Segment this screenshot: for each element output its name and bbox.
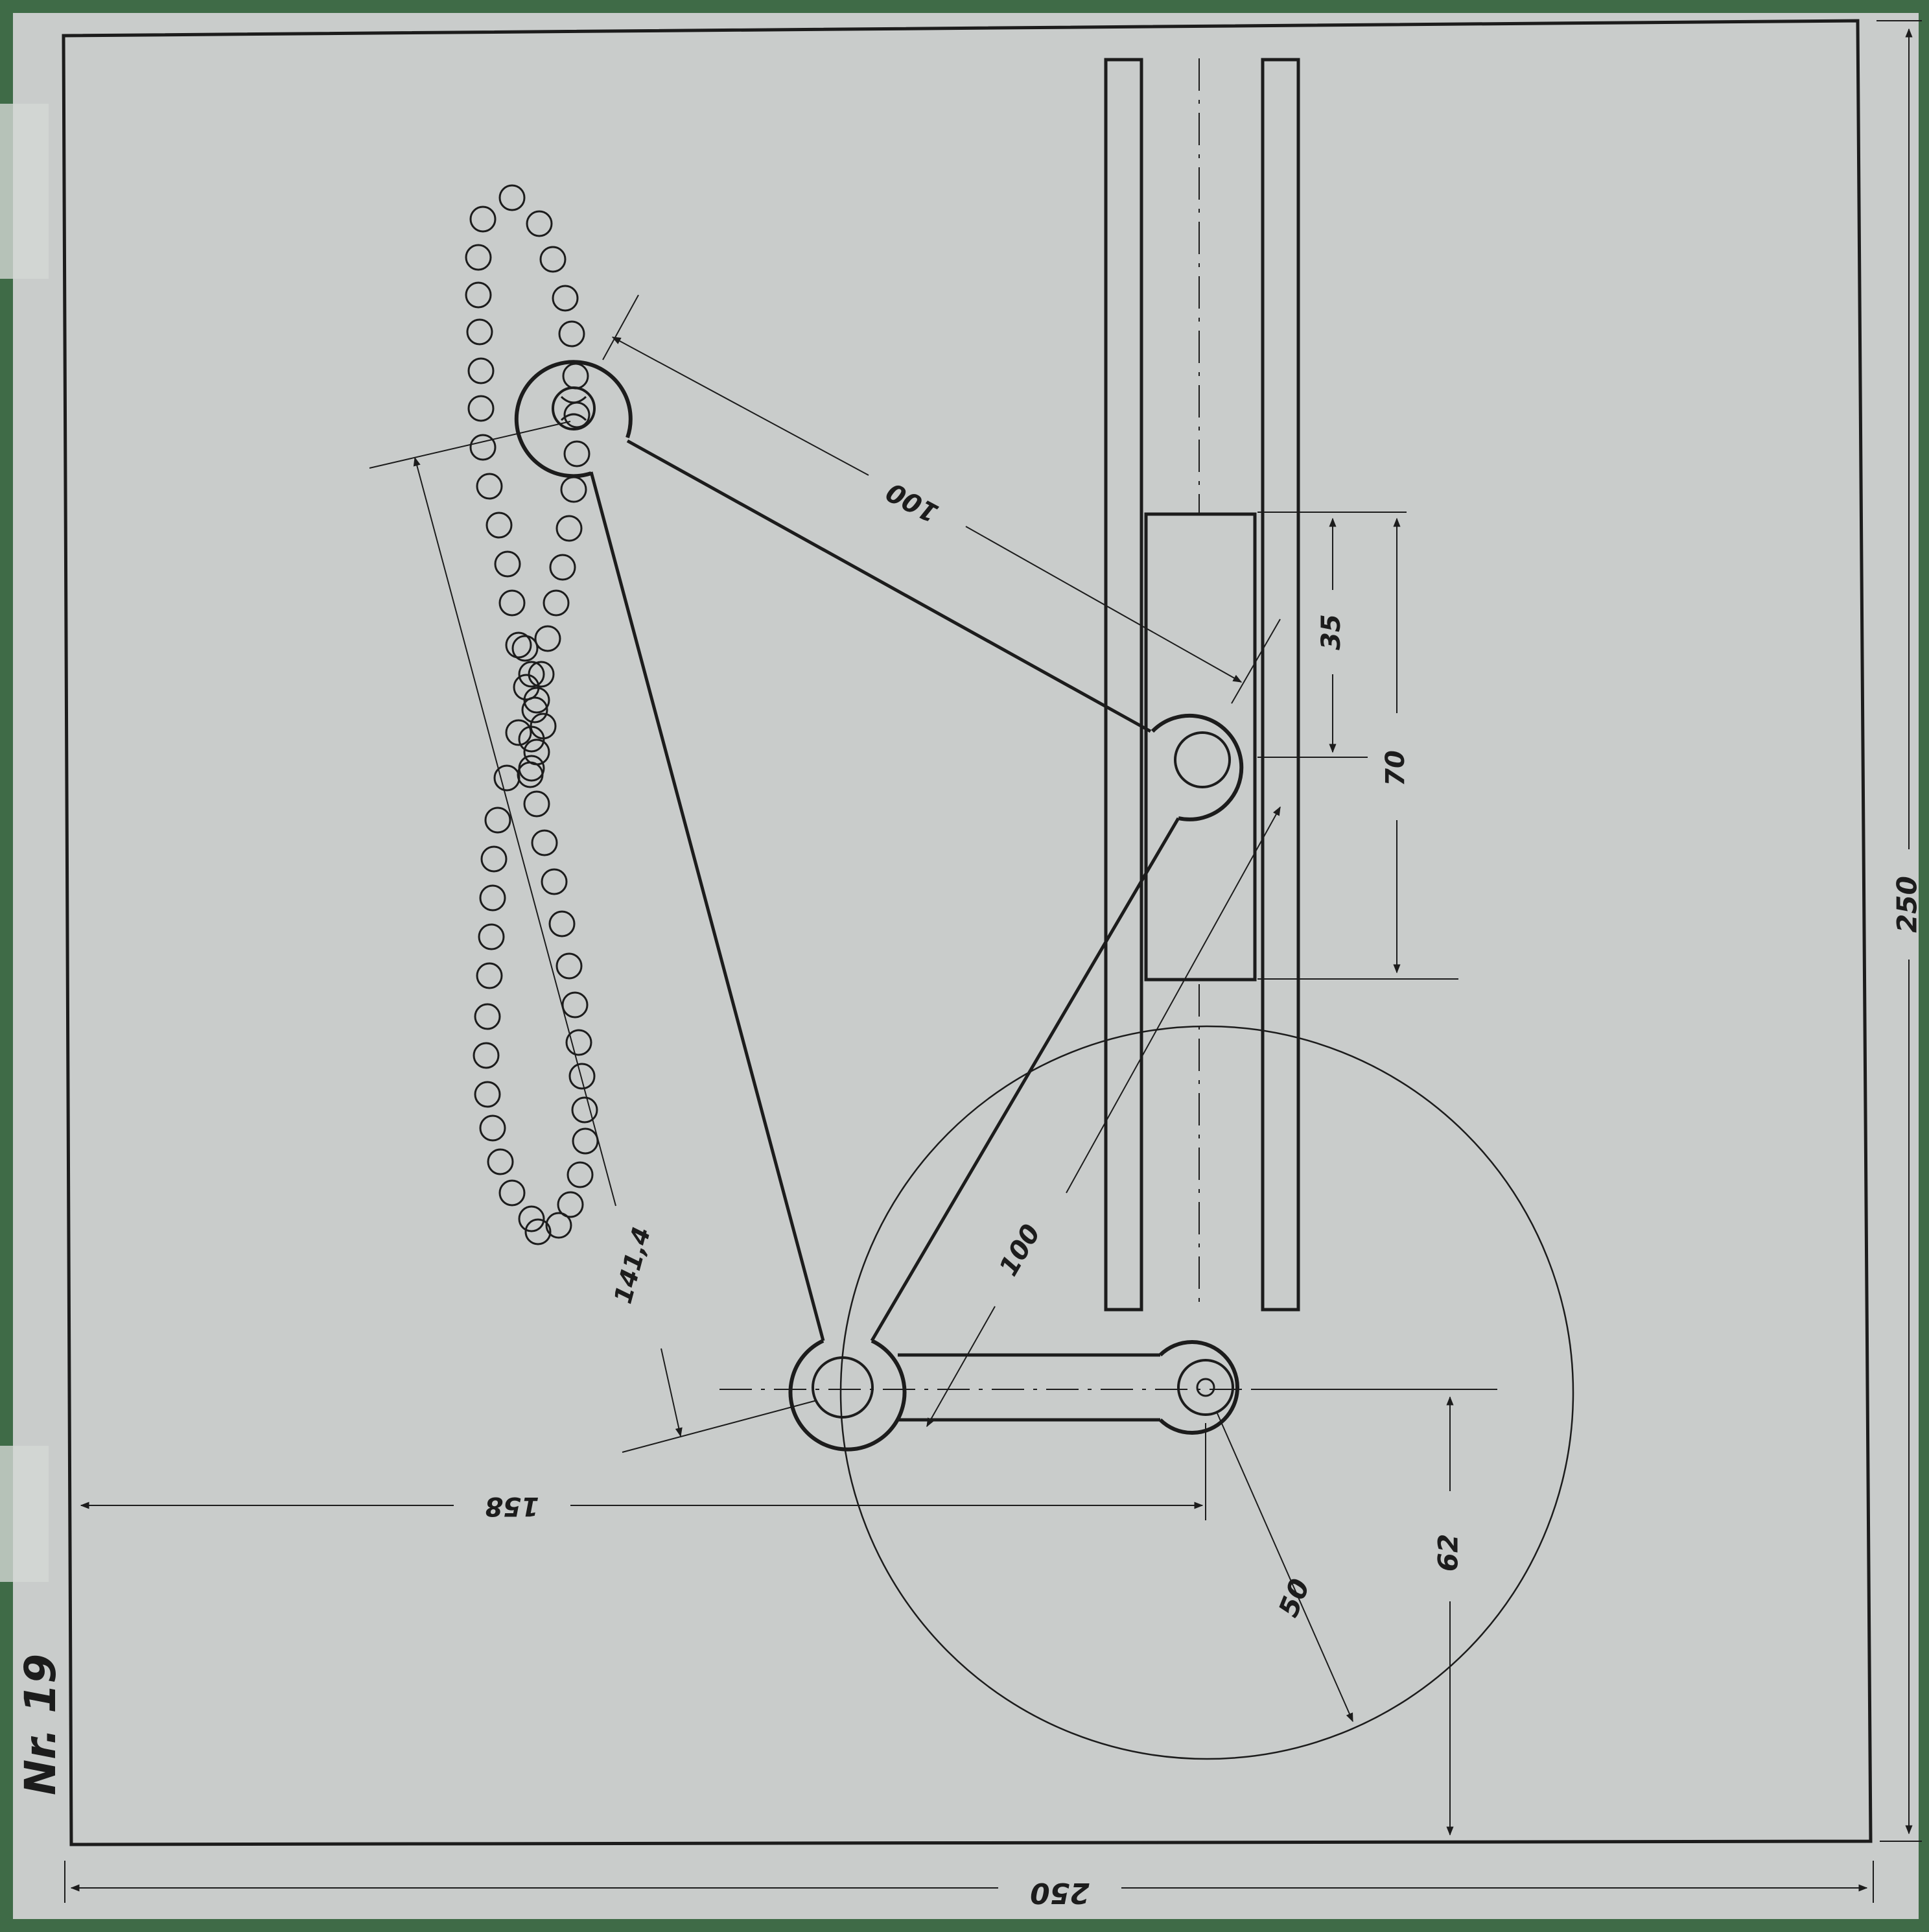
trace-point	[555, 515, 583, 542]
trace-point	[498, 1179, 526, 1207]
trace-point	[487, 1148, 514, 1175]
trace-point	[505, 719, 532, 746]
trace-point	[498, 184, 526, 211]
trace-point	[571, 1096, 598, 1124]
dim-slider-offset-label: 35	[1316, 614, 1346, 650]
trace-point	[474, 1081, 501, 1108]
trace-point	[565, 1029, 592, 1056]
coupler-curve-trace	[465, 184, 599, 1245]
dim-slider-length-label: 70	[1381, 750, 1410, 786]
sheet-number-label: Nr. 19	[16, 1654, 65, 1795]
trace-point	[521, 696, 548, 724]
trace-point	[466, 318, 493, 346]
trace-point	[543, 589, 570, 617]
dim-overall-width-label: 250	[1030, 1876, 1090, 1909]
dim-overall-height-label: 250	[1891, 876, 1923, 933]
trace-point	[465, 244, 492, 271]
trace-point	[511, 635, 539, 662]
trace-point	[480, 845, 508, 873]
trace-point	[558, 320, 585, 348]
trace-point	[528, 661, 555, 688]
tape-left-bottom	[0, 1446, 49, 1582]
trace-point	[541, 868, 568, 895]
slider-joint	[1151, 713, 1244, 821]
trace-point	[545, 1212, 572, 1239]
trace-point	[523, 687, 550, 714]
dim-slider-offset: 35	[1257, 512, 1407, 758]
crank-path-circle	[839, 1025, 1574, 1760]
trace-point	[494, 550, 521, 578]
dim-overall-width: 250	[64, 1861, 1874, 1909]
trace-point	[467, 357, 495, 384]
dim-crank-offset: 158	[80, 1423, 1206, 1521]
trace-point	[560, 476, 587, 503]
trace-point	[534, 625, 561, 652]
trace-point	[549, 554, 576, 581]
dim-crank-offset-label: 158	[485, 1491, 539, 1521]
trace-point	[524, 1218, 552, 1245]
trace-point	[478, 923, 505, 950]
trace-point	[484, 807, 511, 834]
dim-overall-height: 250	[1876, 20, 1923, 1842]
trace-point	[552, 285, 579, 312]
trace-point	[517, 761, 544, 788]
tape-left-top	[0, 104, 49, 279]
left-rail	[1104, 58, 1143, 1312]
trace-point	[572, 1127, 599, 1155]
upper-link-edge	[626, 439, 1152, 733]
trace-point	[485, 512, 513, 539]
trace-point	[548, 910, 576, 937]
trace-point	[505, 631, 532, 659]
trace-point	[474, 1003, 501, 1030]
lower-link-edge	[870, 817, 1180, 1342]
dim-lower-height: 62	[1251, 1389, 1497, 1836]
trace-point	[567, 1161, 594, 1188]
paper-sheet	[13, 13, 1919, 1919]
trace-point	[469, 206, 497, 233]
trace-point	[469, 434, 497, 461]
trace-point	[562, 362, 589, 390]
trace-point	[467, 395, 495, 422]
trace-point	[563, 401, 590, 429]
trace-point	[561, 991, 589, 1019]
right-rail	[1261, 58, 1300, 1312]
trace-point	[563, 440, 590, 467]
dim-slider-length: 70	[1257, 517, 1458, 980]
trace-point	[476, 473, 503, 500]
trace-point	[518, 1205, 545, 1232]
trace-point	[531, 829, 558, 856]
trace-point	[465, 281, 492, 309]
trace-point	[518, 661, 545, 688]
trace-point	[530, 713, 557, 740]
crank-center-joint	[1158, 1340, 1239, 1435]
trace-point	[498, 589, 526, 617]
dim-lower-height-label: 62	[1432, 1534, 1464, 1572]
trace-point	[479, 884, 506, 912]
coupler-edge	[589, 471, 825, 1341]
trace-point	[476, 962, 503, 989]
trace-point	[539, 246, 567, 273]
trace-point	[473, 1042, 500, 1069]
trace-point	[523, 790, 550, 818]
drawing-frame	[62, 19, 1873, 1846]
trace-point	[479, 1114, 506, 1142]
trace-point	[568, 1063, 596, 1090]
trace-point	[557, 1191, 584, 1218]
trace-point	[555, 952, 583, 980]
trace-point	[526, 210, 553, 237]
left-bottom-joint	[788, 1339, 907, 1452]
